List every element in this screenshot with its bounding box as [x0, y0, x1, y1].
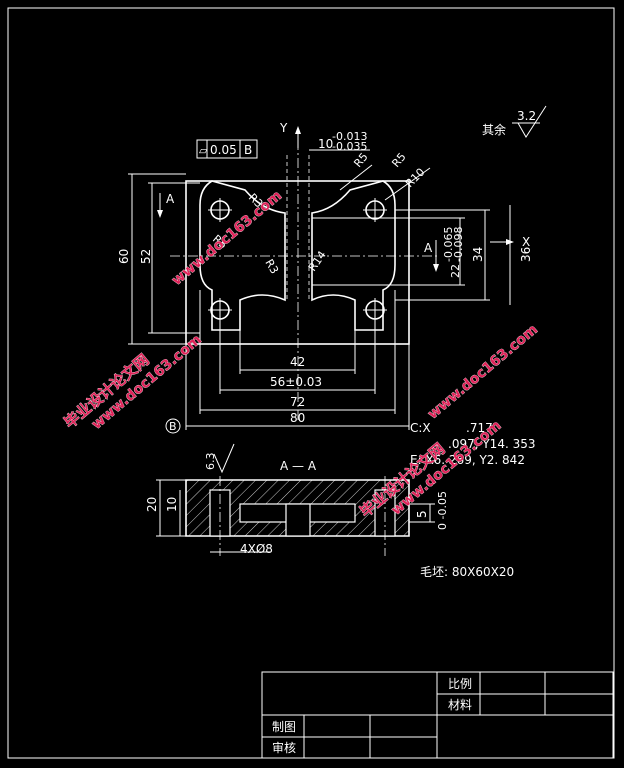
dim-42: 42 [239, 330, 356, 374]
blank-size: 毛坯: 80X60X20 [420, 565, 514, 579]
dim-80: 80 [185, 344, 410, 430]
axis-y: Y [279, 121, 301, 148]
section-marker-right: A [424, 240, 439, 272]
dim-holes: 4XØ8 [210, 542, 273, 556]
coord-d: .097, Y14. 353 [448, 437, 535, 451]
watermark-2: www.doc163.com [425, 321, 542, 423]
section-view [185, 476, 410, 556]
svg-text:6.3: 6.3 [204, 453, 217, 471]
coordinates: C:X .717 .097, Y14. 353 E: X6. 269, Y2. … [410, 421, 535, 467]
dim-52: 52 [139, 182, 200, 334]
svg-text:4XØ8: 4XØ8 [240, 542, 273, 556]
svg-text:-0.013: -0.013 [332, 130, 367, 143]
watermark-1: 毕业设计论文网 www.doc163.com [60, 331, 205, 433]
svg-text:R3: R3 [262, 257, 281, 276]
part-outline [185, 180, 410, 345]
coord-c: C:X [410, 421, 431, 435]
svg-text:72: 72 [290, 395, 305, 409]
dim-36: 36 [509, 205, 533, 305]
svg-text:R10: R10 [403, 166, 427, 190]
dim-20: 20 [145, 479, 186, 537]
svg-text:80: 80 [290, 411, 305, 425]
svg-text:A: A [166, 192, 175, 206]
svg-text:www.doc163.com: www.doc163.com [425, 322, 541, 423]
dim-60: 60 [117, 173, 186, 345]
svg-text:5: 5 [415, 510, 429, 518]
axis-y-label: Y [279, 121, 288, 135]
svg-text:B: B [169, 420, 177, 433]
svg-text:R5: R5 [389, 150, 408, 170]
label-checked: 审核 [272, 740, 296, 755]
label-drawn: 制图 [272, 720, 296, 734]
svg-text:-0.035: -0.035 [332, 140, 367, 153]
dim-10: 10 -0.013 -0.035 [309, 130, 370, 153]
roughness-value: 3.2 [517, 109, 536, 123]
dim-22: 22 -0.065 -0.098 [312, 217, 465, 286]
svg-text:36: 36 [519, 247, 533, 262]
roughness-spot: 6.3 [204, 443, 235, 474]
svg-text:60: 60 [117, 249, 131, 264]
coord-e: E: X6. 269, Y2. 842 [410, 453, 525, 467]
roughness-note: 其余 3.2 [482, 105, 547, 138]
flatness-datum: B [244, 143, 252, 157]
flatness-frame: ⏥ 0.05 B [196, 139, 258, 159]
svg-text:34: 34 [471, 247, 485, 262]
svg-text:42: 42 [290, 355, 305, 369]
svg-text:A: A [424, 241, 433, 255]
svg-text:52: 52 [139, 249, 153, 264]
dim-56: 56±0.03 [219, 320, 376, 394]
label-material: 材料 [448, 698, 472, 712]
section-title: A — A [280, 459, 317, 473]
svg-text:20: 20 [145, 497, 159, 512]
svg-text:10: 10 [165, 497, 179, 512]
roughness-label: 其余 [482, 122, 506, 137]
flatness-symbol: ⏥ [199, 144, 208, 157]
label-scale: 比例 [448, 677, 472, 691]
dim-5: 5 0 -0.05 [409, 491, 449, 530]
svg-text:56±0.03: 56±0.03 [270, 375, 322, 389]
svg-text:22: 22 [449, 264, 462, 278]
dim-34: 34 [395, 209, 490, 301]
dim-72: 72 [199, 290, 396, 414]
section-marker-left: A [157, 192, 175, 218]
datum-b: B [165, 418, 181, 434]
axis-x-label: X [522, 235, 530, 249]
svg-text:R5: R5 [351, 150, 370, 170]
svg-text:10: 10 [318, 137, 333, 151]
svg-text:-0.098: -0.098 [452, 227, 465, 262]
dim-10-vertical: 10 [165, 490, 181, 536]
flatness-value: 0.05 [210, 143, 237, 157]
svg-text:0 -0.05: 0 -0.05 [436, 491, 449, 530]
title-block: 比例 材料 制图 审核 [261, 671, 614, 759]
svg-text:-0.065: -0.065 [442, 227, 455, 262]
coord-c-tail: .717 [466, 421, 493, 435]
